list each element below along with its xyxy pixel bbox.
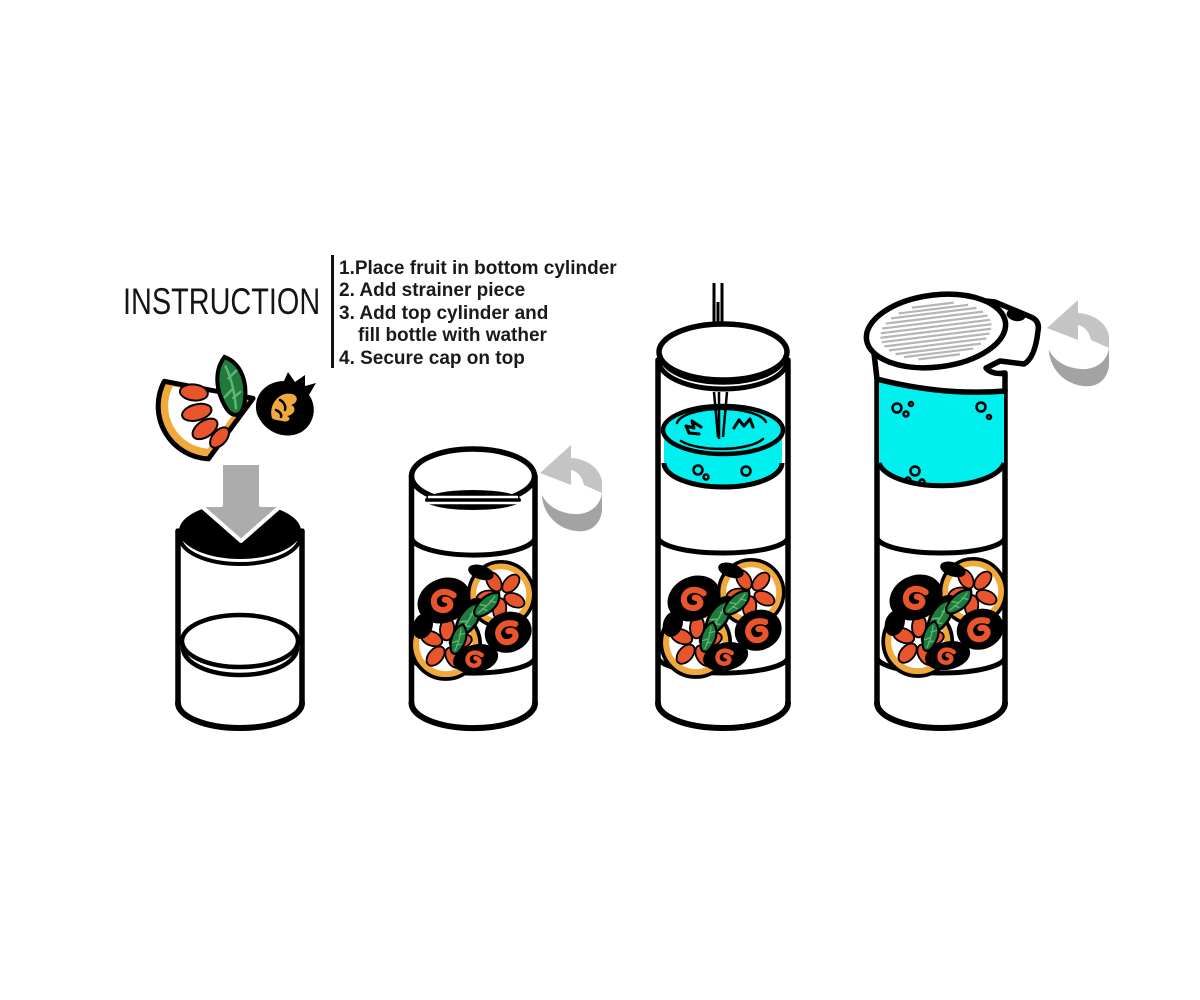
cap-button — [1006, 308, 1026, 322]
bubbles — [891, 400, 993, 486]
instruction-step-2: 2. Add strainer piece — [339, 280, 526, 302]
instruction-step-4: 4. Secure cap on top — [339, 347, 525, 369]
top-cylinder-body — [655, 354, 791, 706]
rotate-arrow-icon — [1047, 300, 1109, 387]
bottom-cylinder — [175, 503, 305, 731]
berry — [255, 372, 316, 436]
step1-place-fruit — [155, 354, 316, 731]
instruction-step-3-continued: fill bottle with wather — [358, 325, 547, 347]
bottle-cap — [863, 291, 1042, 395]
bubbles — [692, 464, 752, 481]
rotate-arrow-icon — [540, 445, 602, 532]
step4-secure-cap — [863, 291, 1109, 731]
splash-marks — [684, 417, 755, 436]
step3-fill-water — [647, 283, 791, 731]
cap-hatching — [880, 301, 992, 361]
water-pour-stream — [712, 283, 724, 327]
step2-add-strainer — [397, 445, 602, 732]
instruction-list: 1.Place fruit in bottom cylinder 2. Add … — [339, 258, 617, 370]
title-divider — [331, 255, 334, 368]
water-fill — [660, 391, 786, 490]
page-title: INSTRUCTION — [123, 281, 321, 322]
strainer-piece — [425, 490, 521, 510]
cylinder-body — [408, 473, 538, 732]
down-arrow-icon — [198, 461, 284, 543]
orange-wedge — [155, 378, 256, 462]
top-cylinder-rim — [656, 321, 790, 383]
instruction-step-1: 1.Place fruit in bottom cylinder — [339, 258, 617, 279]
water-fill — [876, 377, 1007, 489]
instruction-step-3: 3. Add top cylinder and — [339, 302, 549, 324]
